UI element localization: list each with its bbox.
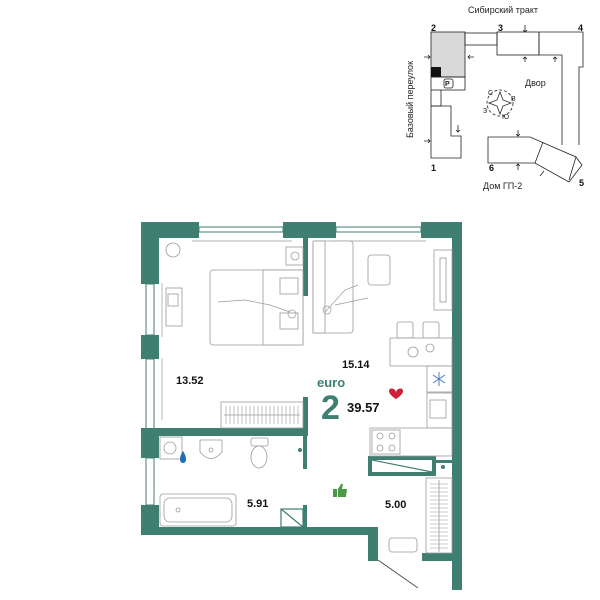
living-kitchen-area: 15.14: [342, 359, 370, 371]
section-number-5: 5: [579, 178, 585, 188]
section-number-3: 3: [498, 23, 504, 33]
compass-east: В: [511, 96, 516, 103]
section-number-1: 1: [431, 163, 437, 173]
section-number-2: 2: [431, 23, 437, 33]
total-area: 39.57: [347, 400, 380, 415]
courtyard-label: Двор: [525, 78, 546, 88]
bedroom-area: 13.52: [176, 375, 204, 387]
section-number-4: 4: [578, 23, 584, 33]
compass-west: З: [483, 108, 488, 115]
hallway-area: 5.00: [385, 499, 407, 511]
room-count: 2: [321, 389, 340, 427]
heart-icon: [389, 388, 403, 399]
building-label: Дом ГП-2: [483, 181, 523, 191]
bathroom-area: 5.91: [247, 498, 269, 510]
street-top-label: Сибирский тракт: [468, 5, 539, 15]
compass-south: Ю: [502, 114, 510, 121]
snowflake-icon: [432, 372, 446, 386]
compass-north: С: [488, 90, 494, 97]
apartment-type-label: euro: [317, 375, 346, 390]
water-drop-icon: [180, 451, 186, 463]
thumbs-up-icon: [333, 484, 347, 497]
